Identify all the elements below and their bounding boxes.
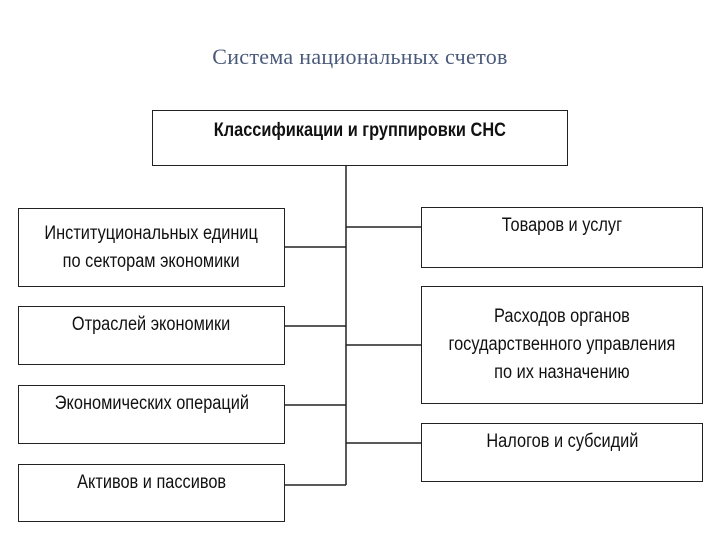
right-box-goods-services: Товаров и услуг	[421, 207, 703, 268]
root-box: Классификации и группировки СНС	[152, 110, 568, 166]
left-box-institutional-units: Институциональных единиц по секторам эко…	[18, 208, 285, 287]
left-box-label: Отраслей экономики	[72, 314, 231, 335]
left-box-economic-operations: Экономических операций	[18, 385, 285, 444]
diagram-title: Система национальных счетов	[212, 44, 508, 69]
right-box-label: Расходов органов государственного управл…	[448, 306, 676, 383]
left-box-label: Экономических операций	[54, 393, 249, 414]
left-box-label: Активов и пассивов	[77, 472, 226, 493]
left-box-industries: Отраслей экономики	[18, 306, 285, 365]
right-box-label: Товаров и услуг	[501, 215, 623, 236]
left-box-label: Институциональных единиц по секторам эко…	[44, 222, 259, 272]
right-box-label: Налогов и субсидий	[485, 431, 639, 452]
right-box-government-expenditure: Расходов органов государственного управл…	[421, 286, 703, 404]
root-label: Классификации и группировки СНС	[213, 120, 507, 141]
right-box-taxes-subsidies: Налогов и субсидий	[421, 423, 703, 482]
left-box-assets-liabilities: Активов и пассивов	[18, 464, 285, 522]
